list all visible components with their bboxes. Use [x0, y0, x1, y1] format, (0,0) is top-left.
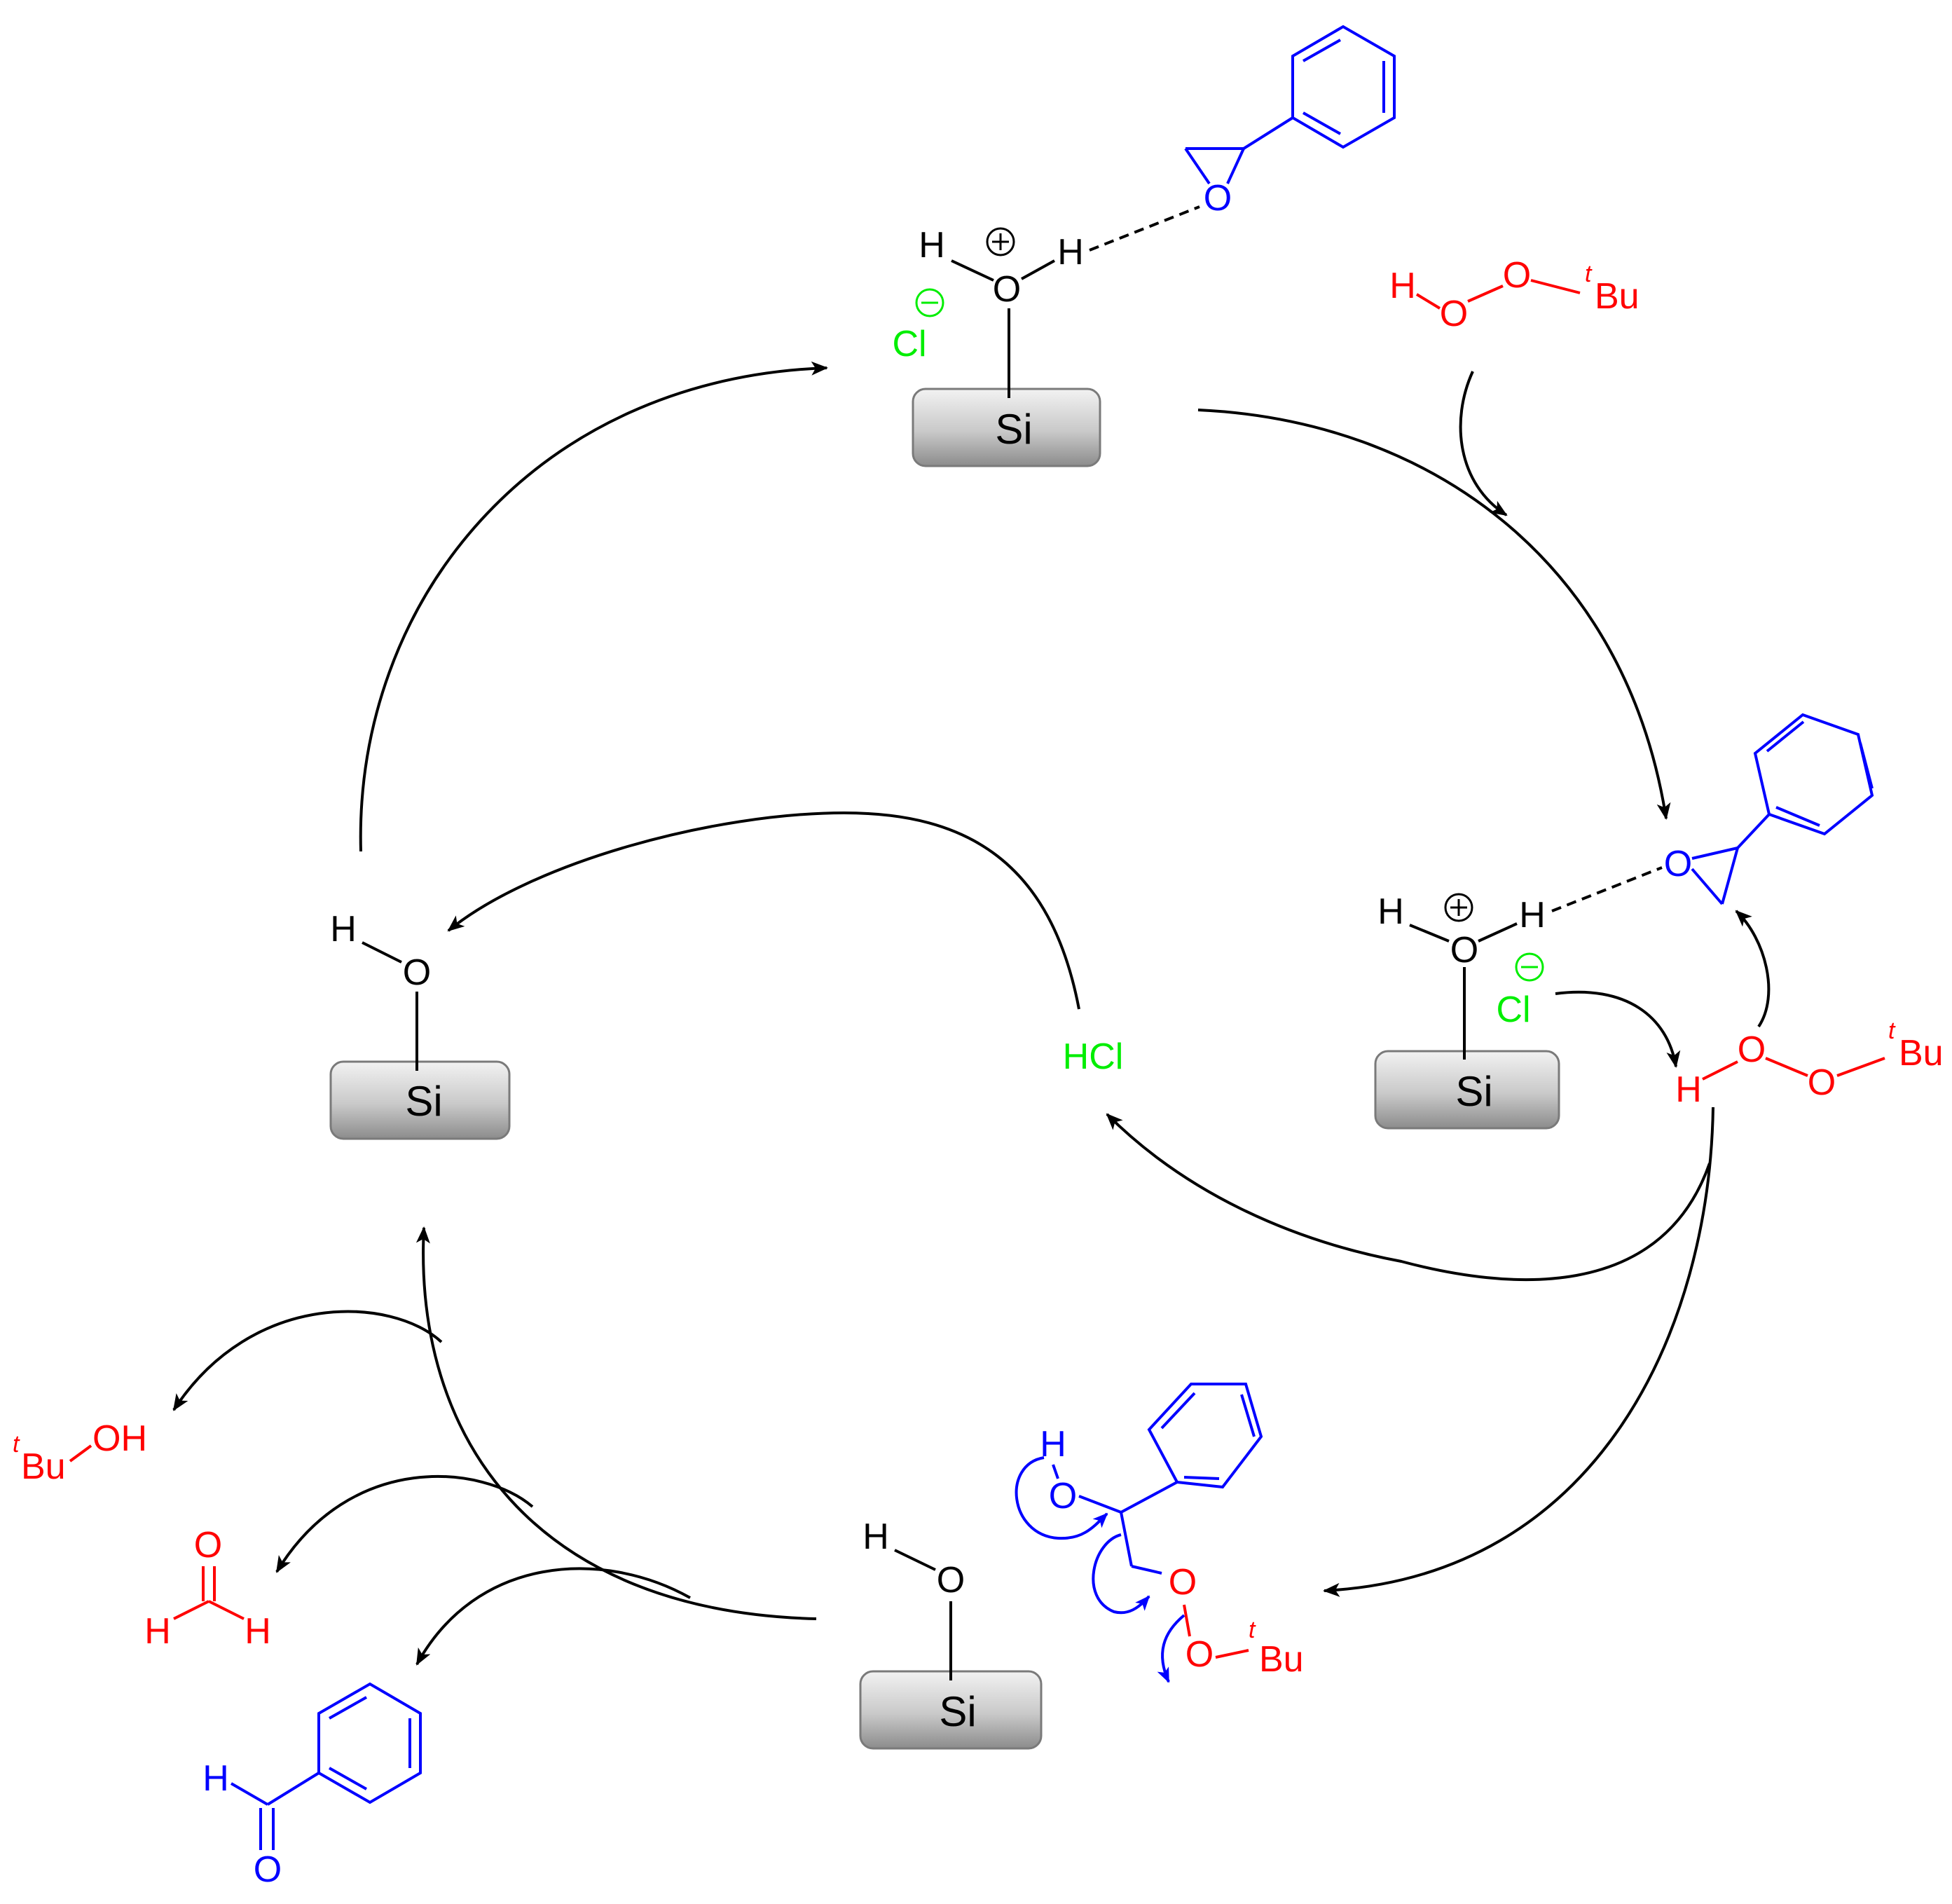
oxonium-h-right: H [1057, 232, 1084, 273]
oxonium-h-left: H [919, 225, 945, 266]
hydrogen-bond [1089, 205, 1200, 252]
peroxy-intermediate: H O O O t Bu [1015, 1383, 1304, 1683]
hydroxyl-o: O [1049, 1476, 1077, 1516]
epoxide-o: O [1204, 178, 1232, 219]
tbhp-o1: O [1440, 294, 1468, 334]
tbu-bu: Bu [1259, 1639, 1304, 1680]
si-label: Si [1455, 1068, 1492, 1115]
aldehyde-o: O [254, 1849, 282, 1890]
arrow-right-to-hcl [1106, 1113, 1711, 1282]
tbu-t: t [13, 1431, 20, 1458]
oxonium-h-right: H [1519, 895, 1546, 936]
tbu-t: t [1585, 261, 1593, 287]
chloride: Cl [892, 324, 926, 364]
tbhp-o2: O [1808, 1062, 1836, 1103]
si-label: Si [995, 406, 1032, 453]
arrow-peroxide-to-epoxide [1735, 910, 1771, 1028]
arrow-top-to-right [1197, 409, 1671, 820]
cycle-arrows [172, 361, 1771, 1666]
silanol-h: H [330, 909, 357, 950]
hydroxyl-h: H [1040, 1424, 1066, 1465]
silica-support [1374, 1050, 1560, 1130]
tbhp-o1: O [1738, 1029, 1766, 1070]
silanol-o: O [403, 952, 431, 993]
positive-charge-icon [986, 227, 1015, 256]
negative-charge-icon [915, 288, 944, 317]
arrow-bottom-to-left [415, 1226, 817, 1620]
arrow-left-to-top [359, 361, 828, 852]
silica-support [329, 1060, 511, 1140]
product-formaldehyde: O H H [144, 1525, 271, 1652]
oxonium-o: O [993, 269, 1021, 310]
bottom-silanol: Si O H [859, 1516, 1043, 1750]
product-benzaldehyde: H O [202, 1682, 422, 1890]
tbhp-h: H [1675, 1069, 1702, 1110]
phenyl-ring [1120, 1383, 1263, 1514]
chloride: Cl [1496, 989, 1530, 1030]
product-tbuoh: t Bu OH [13, 1418, 147, 1487]
arrow-right-to-intermediate [1323, 1107, 1714, 1597]
oxonium-o: O [1450, 930, 1478, 971]
peroxy-o2: O [1185, 1634, 1214, 1675]
phenyl-ring [266, 1682, 422, 1806]
right-complex: Si O H H Cl O H [1374, 713, 1944, 1130]
tbu-t: t [1888, 1018, 1896, 1044]
aldehyde-h: H [202, 1758, 229, 1799]
oxonium-h-left: H [1377, 891, 1404, 932]
arrow-hcl-to-left [447, 811, 1080, 1010]
tbhp-h: H [1389, 266, 1416, 306]
arrow-benzaldehyde-release [415, 1567, 691, 1666]
tbu-bu: Bu [21, 1446, 66, 1487]
tbhp-reagent: H O O t Bu [1389, 255, 1639, 334]
carbonyl-o: O [194, 1525, 222, 1566]
styrene-oxide [1691, 713, 1874, 905]
epoxide-o: O [1664, 844, 1692, 884]
arrow-formaldehyde-release [275, 1474, 534, 1573]
positive-charge-icon [1444, 893, 1473, 922]
silanol-h: H [862, 1516, 889, 1557]
silica-support [912, 388, 1101, 467]
tbu-t: t [1249, 1617, 1256, 1643]
arrow-chloride-attack [1555, 990, 1681, 1068]
tbhp-bound: H O O t Bu [1675, 1018, 1943, 1110]
hydrogen-bond [1551, 866, 1663, 912]
styrene-oxide [1184, 25, 1396, 185]
formaldehyde-h-right: H [245, 1611, 271, 1652]
top-complex: Si O H H Cl O [892, 25, 1396, 467]
si-label: Si [939, 1688, 976, 1735]
hydroxyl: OH [92, 1418, 147, 1459]
left-silanol: Si O H [329, 909, 511, 1140]
hcl-label: HCl [1063, 1036, 1124, 1077]
arrow-tbuoh-release [172, 1310, 443, 1411]
tbhp-o2: O [1503, 255, 1531, 296]
peroxy-o1: O [1169, 1562, 1197, 1603]
tbu-bu: Bu [1595, 276, 1640, 317]
arrow-tbhp-entry [1459, 371, 1508, 516]
electron-push-arrows [1015, 1456, 1185, 1683]
negative-charge-icon [1515, 952, 1544, 982]
si-label: Si [405, 1078, 442, 1125]
tbu-bu: Bu [1899, 1033, 1944, 1074]
formaldehyde-h-left: H [144, 1611, 171, 1652]
silanol-o: O [937, 1560, 965, 1601]
